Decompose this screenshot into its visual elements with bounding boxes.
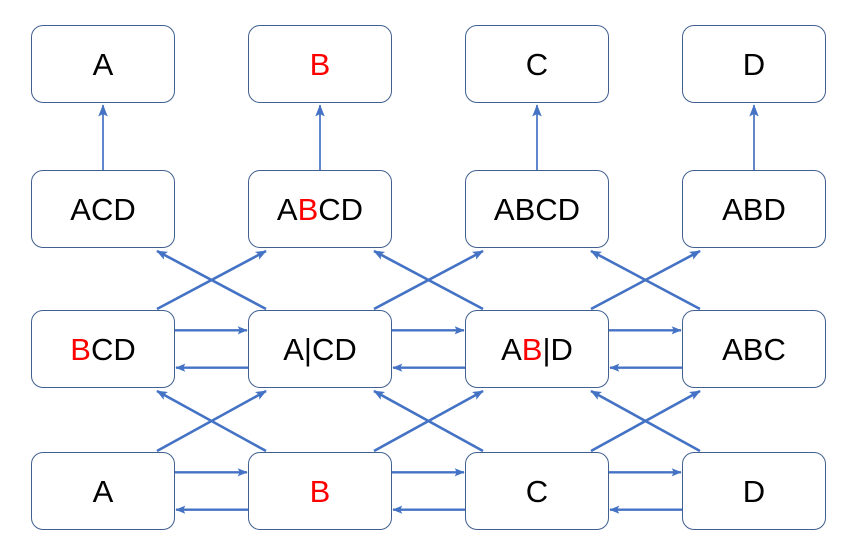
node-r3c2[interactable]: A|CD — [248, 310, 392, 388]
edge-r3c3-to-r2c2 — [373, 249, 484, 311]
node-r1c1[interactable]: A — [31, 25, 175, 103]
node-label: A — [92, 46, 114, 82]
node-label: B — [309, 46, 331, 82]
node-r4c1[interactable]: A — [31, 452, 175, 530]
node-label: ABCD — [276, 191, 364, 227]
node-label: BCD — [70, 331, 136, 367]
node-r3c1[interactable]: BCD — [31, 310, 175, 388]
node-label: ABCD — [493, 191, 581, 227]
edge-r3c4-to-r2c3 — [590, 249, 701, 311]
node-r1c3[interactable]: C — [465, 25, 609, 103]
node-label: ACD — [70, 191, 136, 227]
node-r4c2[interactable]: B — [248, 452, 392, 530]
edge-r3c2-to-r2c3 — [373, 249, 484, 311]
node-label: D — [742, 473, 766, 509]
node-r2c2[interactable]: ABCD — [248, 170, 392, 248]
node-r3c4[interactable]: ABC — [682, 310, 826, 388]
node-r2c4[interactable]: ABD — [682, 170, 826, 248]
edge-r3c1-to-r2c2 — [156, 249, 267, 311]
edge-r4c2-to-r3c1 — [156, 389, 267, 453]
node-r1c2[interactable]: B — [248, 25, 392, 103]
edge-r4c2-to-r3c3 — [373, 389, 484, 453]
node-r2c1[interactable]: ACD — [31, 170, 175, 248]
edge-r3c3-to-r2c4 — [590, 249, 701, 311]
node-label: AB|D — [501, 331, 573, 367]
node-label: C — [525, 473, 549, 509]
edge-r4c3-to-r3c2 — [373, 389, 484, 453]
edge-r4c1-to-r3c2 — [156, 389, 267, 453]
node-r2c3[interactable]: ABCD — [465, 170, 609, 248]
node-r1c4[interactable]: D — [682, 25, 826, 103]
node-r3c3[interactable]: AB|D — [465, 310, 609, 388]
node-label: ABC — [722, 331, 786, 367]
node-r4c4[interactable]: D — [682, 452, 826, 530]
node-label: ABD — [722, 191, 786, 227]
node-r4c3[interactable]: C — [465, 452, 609, 530]
node-label: A — [92, 473, 114, 509]
node-label: B — [309, 473, 331, 509]
node-label: C — [525, 46, 549, 82]
edge-r4c4-to-r3c3 — [590, 389, 701, 453]
node-label: D — [742, 46, 766, 82]
edge-r3c2-to-r2c1 — [156, 249, 267, 311]
node-label: A|CD — [283, 331, 357, 367]
edges-group — [98, 104, 759, 514]
edge-r4c3-to-r3c4 — [590, 389, 701, 453]
